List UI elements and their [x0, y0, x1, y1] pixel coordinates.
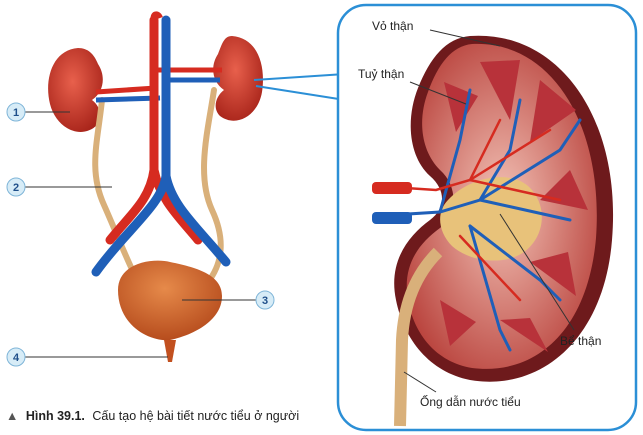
- bladder: [118, 260, 222, 362]
- badge-3: 3: [255, 290, 275, 310]
- label-3: 3: [262, 295, 268, 307]
- caption-label: Hình 39.1.: [26, 409, 85, 423]
- leader-ureter: [403, 371, 437, 393]
- caption-marker: ▲: [6, 409, 18, 423]
- callout-line-top: [253, 73, 346, 81]
- leader-pelvis: [499, 213, 575, 331]
- label-ureter: Ống dẫn nước tiểu: [420, 394, 521, 409]
- badge-1: 1: [6, 102, 26, 122]
- left-ureter: [92, 97, 141, 285]
- left-renal-vein: [95, 95, 161, 103]
- ureter-section: [394, 247, 443, 427]
- kidney-section: [372, 35, 614, 427]
- label-2: 2: [13, 182, 19, 194]
- vena-cava: [91, 15, 231, 277]
- label-pelvis: Bể thận: [560, 334, 601, 348]
- badge-2: 2: [6, 177, 26, 197]
- leader-cortex: [429, 29, 501, 47]
- label-cortex: Vỏ thận: [372, 19, 413, 33]
- leader-medulla: [409, 81, 467, 105]
- caption-text: Cấu tạo hệ bài tiết nước tiểu ở người: [92, 409, 299, 423]
- right-ureter: [201, 87, 224, 285]
- right-kidney: [213, 36, 263, 121]
- callout-line-bottom: [255, 85, 346, 101]
- left-kidney: [48, 48, 103, 132]
- figure-caption: ▲ Hình 39.1. Cấu tạo hệ bài tiết nước ti…: [6, 409, 299, 423]
- badge-4: 4: [6, 347, 26, 367]
- left-renal-artery: [95, 85, 157, 95]
- aorta: [105, 15, 203, 245]
- label-4: 4: [13, 352, 20, 364]
- label-medulla: Tuỷ thận: [358, 67, 404, 81]
- label-1: 1: [13, 107, 19, 119]
